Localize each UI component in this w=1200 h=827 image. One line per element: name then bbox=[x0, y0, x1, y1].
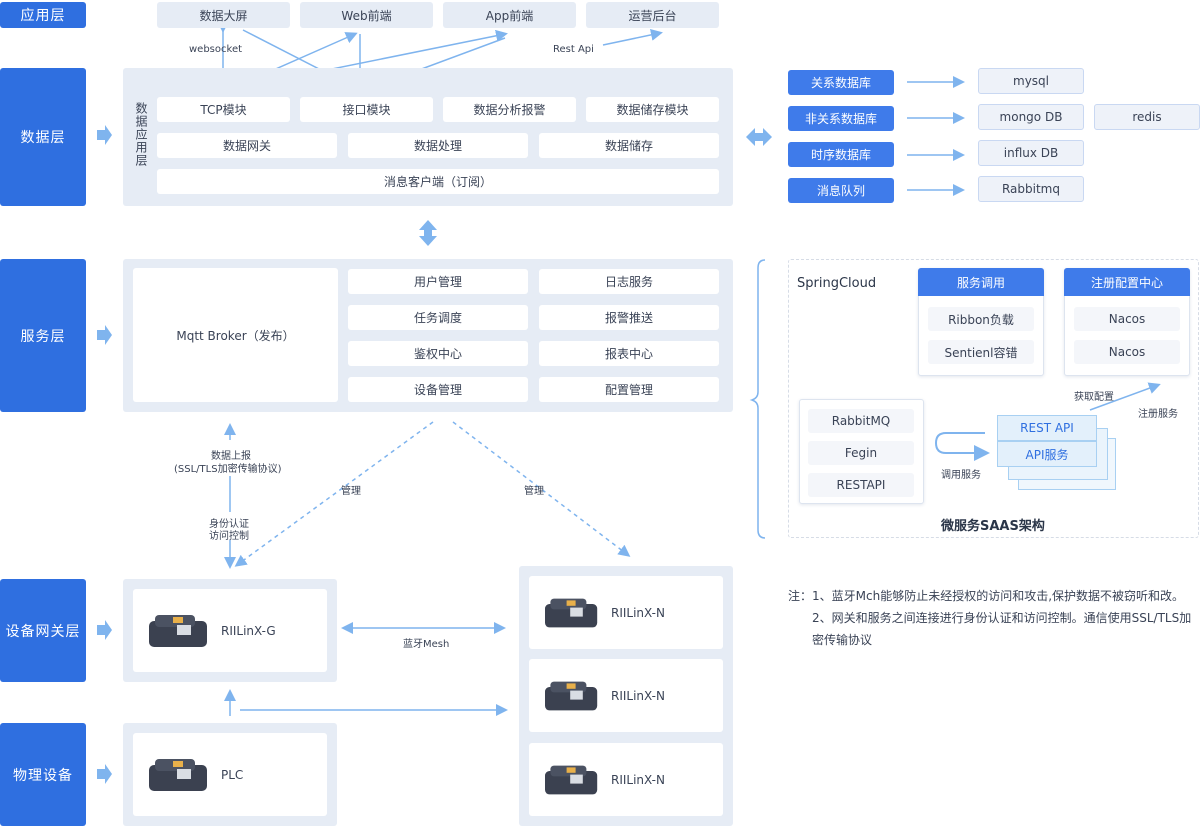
label-access: 访问控制 bbox=[209, 531, 249, 542]
gateway-device-icon bbox=[149, 614, 207, 647]
data-layer-arrow bbox=[97, 125, 112, 145]
notes-line2: 2、网关和服务之间连接进行身份认证和访问控制。通信使用SSL/TLS加 bbox=[812, 611, 1192, 625]
label-manage-left: 管理 bbox=[341, 486, 361, 497]
notes-block: 注：1、蓝牙Mch能够防止未经授权的访问和攻击,保护数据不被窃听和改。 2、网关… bbox=[788, 585, 1198, 651]
label-rest-api: Rest Api bbox=[553, 44, 594, 55]
db-mongodb: mongo DB bbox=[978, 104, 1084, 130]
gateway-layer-arrow bbox=[97, 620, 112, 640]
module-analysis-alarm: 数据分析报警 bbox=[443, 97, 576, 122]
svc-user-mgmt: 用户管理 bbox=[348, 269, 528, 294]
invoke-header: 服务调用 bbox=[918, 268, 1044, 296]
data-app-layer-label: 数据应用层 bbox=[134, 102, 148, 167]
label-websocket: websocket bbox=[189, 44, 243, 55]
app-mobile: App前端 bbox=[443, 2, 576, 28]
api-rest: REST API bbox=[997, 415, 1097, 441]
node-device-icon bbox=[545, 765, 598, 794]
sentinel-ft: Sentienl容错 bbox=[928, 340, 1034, 364]
plc-device-label: PLC bbox=[221, 767, 244, 782]
db-nonrelational: 非关系数据库 bbox=[788, 106, 894, 131]
layer-data: 数据层 bbox=[0, 68, 86, 206]
svc-log: 日志服务 bbox=[539, 269, 719, 294]
registry-header: 注册配置中心 bbox=[1064, 268, 1190, 296]
db-relational: 关系数据库 bbox=[788, 70, 894, 95]
api-service: API服务 bbox=[997, 441, 1097, 467]
layer-service: 服务层 bbox=[0, 259, 86, 412]
label-invoke: 调用服务 bbox=[941, 470, 981, 481]
db-timeseries: 时序数据库 bbox=[788, 142, 894, 167]
svc-report-center: 报表中心 bbox=[539, 341, 719, 366]
node-device-icon bbox=[545, 681, 598, 710]
gateway-device-g: RIILinX-G bbox=[133, 589, 327, 672]
notes-line3: 密传输协议 bbox=[812, 633, 873, 647]
node-device-label: RIILinX-N bbox=[611, 688, 665, 703]
label-ssl: (SSL/TLS加密传输协议) bbox=[174, 464, 282, 475]
svc-task-schedule: 任务调度 bbox=[348, 305, 528, 330]
arrow-rest-ops bbox=[602, 28, 663, 46]
node-device-3: RIILinX-N bbox=[529, 743, 723, 816]
nacos-1: Nacos bbox=[1074, 307, 1180, 331]
app-web: Web前端 bbox=[300, 2, 433, 28]
db-mysql: mysql bbox=[978, 68, 1084, 94]
app-ops: 运营后台 bbox=[586, 2, 719, 28]
svc-auth-center: 鉴权中心 bbox=[348, 341, 528, 366]
restapi-item: RESTAPI bbox=[808, 473, 914, 497]
nacos-2: Nacos bbox=[1074, 340, 1180, 364]
db-redis: redis bbox=[1094, 104, 1200, 130]
node-device-label: RIILinX-N bbox=[611, 772, 665, 787]
label-bt-mesh: 蓝牙Mesh bbox=[403, 639, 450, 650]
service-layer-arrow bbox=[97, 325, 112, 345]
layer-physical: 物理设备 bbox=[0, 723, 86, 826]
label-auth: 身份认证 bbox=[209, 519, 249, 530]
physical-layer-arrow bbox=[97, 764, 112, 784]
data-service-double-arrow bbox=[419, 220, 437, 246]
data-gateway: 数据网关 bbox=[157, 133, 337, 158]
svc-alarm-push: 报警推送 bbox=[539, 305, 719, 330]
svc-device-mgmt: 设备管理 bbox=[348, 377, 528, 402]
label-get-config: 获取配置 bbox=[1074, 392, 1114, 403]
notes-prefix: 注： bbox=[788, 589, 813, 603]
label-data-report: 数据上报 bbox=[211, 451, 251, 462]
label-register: 注册服务 bbox=[1138, 409, 1178, 420]
ribbon-lb: Ribbon负载 bbox=[928, 307, 1034, 331]
data-processing: 数据处理 bbox=[348, 133, 528, 158]
gateway-device-label: RIILinX-G bbox=[221, 623, 276, 638]
module-interface: 接口模块 bbox=[300, 97, 433, 122]
fegin-item: Fegin bbox=[808, 441, 914, 465]
rabbitmq-item: RabbitMQ bbox=[808, 409, 914, 433]
node-device-label: RIILinX-N bbox=[611, 605, 665, 620]
node-device-icon bbox=[545, 598, 598, 627]
app-dashboard: 数据大屏 bbox=[157, 2, 290, 28]
db-rabbitmq: Rabbitmq bbox=[978, 176, 1084, 202]
plc-device: PLC bbox=[133, 733, 327, 816]
module-storage: 数据储存模块 bbox=[586, 97, 719, 122]
svc-config-mgmt: 配置管理 bbox=[539, 377, 719, 402]
message-client: 消息客户端（订阅） bbox=[157, 169, 719, 194]
plc-device-icon bbox=[149, 758, 207, 791]
node-device-1: RIILinX-N bbox=[529, 576, 723, 649]
db-message-queue: 消息队列 bbox=[788, 178, 894, 203]
springcloud-panel bbox=[788, 259, 1199, 538]
springcloud-title: SpringCloud bbox=[797, 276, 877, 291]
data-storage: 数据储存 bbox=[539, 133, 719, 158]
db-influxdb: influx DB bbox=[978, 140, 1084, 166]
springcloud-caption: 微服务SAAS架构 bbox=[941, 519, 1045, 534]
module-tcp: TCP模块 bbox=[157, 97, 290, 122]
notes-line1: 1、蓝牙Mch能够防止未经授权的访问和攻击,保护数据不被窃听和改。 bbox=[812, 589, 1185, 603]
label-manage-right: 管理 bbox=[524, 486, 544, 497]
layer-app: 应用层 bbox=[0, 2, 86, 28]
layer-gateway: 设备网关层 bbox=[0, 579, 86, 682]
data-db-double-arrow bbox=[746, 128, 772, 146]
mqtt-broker: Mqtt Broker（发布） bbox=[133, 268, 338, 402]
node-device-2: RIILinX-N bbox=[529, 659, 723, 732]
